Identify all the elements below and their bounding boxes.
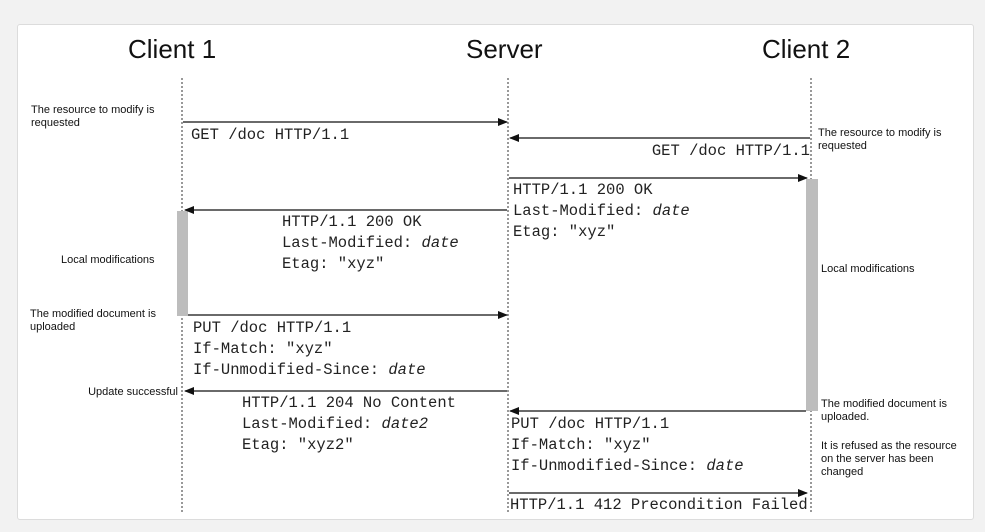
msg-request-line: PUT /doc HTTP/1.1 — [511, 415, 670, 433]
msg-last-modified-line: Last-Modified: date2 — [242, 414, 456, 435]
msg-header-label: Last-Modified: — [513, 202, 653, 220]
msg-header-value: date — [706, 457, 744, 475]
note-c2-refused: It is refused as the resource on the ser… — [821, 440, 957, 478]
msg-header-label: If-Unmodified-Since: — [511, 457, 707, 475]
lane-title-client2: Client 2 — [762, 34, 851, 64]
message-get-client2: GET /doc HTTP/1.1 — [651, 142, 810, 160]
note-c2-upload: The modified document is uploaded. — [821, 398, 947, 423]
msg-header-value: date — [421, 234, 459, 252]
msg-if-match-line: If-Match: "xyz" — [193, 340, 333, 358]
msg-etag-line: Etag: "xyz" — [513, 223, 616, 241]
note-c1-upload: The modified document is uploaded — [30, 308, 156, 333]
msg-if-match-line: If-Match: "xyz" — [511, 436, 651, 454]
msg-header-label: Last-Modified: — [242, 415, 382, 433]
msg-etag-line: Etag: "xyz" — [282, 255, 385, 273]
msg-header-value: date — [388, 361, 426, 379]
msg-status-line: HTTP/1.1 200 OK — [513, 181, 653, 199]
msg-header-value: date2 — [381, 415, 429, 433]
msg-if-unmodified-line: If-Unmodified-Since: date — [511, 456, 744, 477]
msg-header-label: Last-Modified: — [282, 234, 422, 252]
msg-etag-line: Etag: "xyz2" — [242, 436, 354, 454]
activation-client2 — [806, 179, 818, 411]
note-c2-request: The resource to modify is requested — [818, 127, 942, 152]
msg-header-label: If-Unmodified-Since: — [193, 361, 389, 379]
msg-request-line: PUT /doc HTTP/1.1 — [193, 319, 352, 337]
note-c2-local: Local modifications — [821, 263, 915, 275]
msg-header-value: date — [652, 202, 690, 220]
note-c1-local: Local modifications — [61, 254, 155, 266]
activation-client1 — [177, 211, 188, 316]
note-c1-request: The resource to modify is requested — [31, 104, 155, 129]
msg-if-unmodified-line: If-Unmodified-Since: date — [193, 360, 426, 381]
note-c1-success: Update successful — [88, 386, 178, 398]
message-get-client1: GET /doc HTTP/1.1 — [191, 126, 350, 144]
msg-status-line: HTTP/1.1 200 OK — [282, 213, 422, 231]
message-412-to-client2: HTTP/1.1 412 Precondition Failed — [510, 496, 808, 514]
lane-title-server: Server — [466, 34, 543, 64]
msg-last-modified-line: Last-Modified: date — [282, 233, 459, 254]
msg-last-modified-line: Last-Modified: date — [513, 201, 690, 222]
lane-title-client1: Client 1 — [128, 34, 217, 64]
msg-status-line: HTTP/1.1 204 No Content — [242, 394, 456, 412]
